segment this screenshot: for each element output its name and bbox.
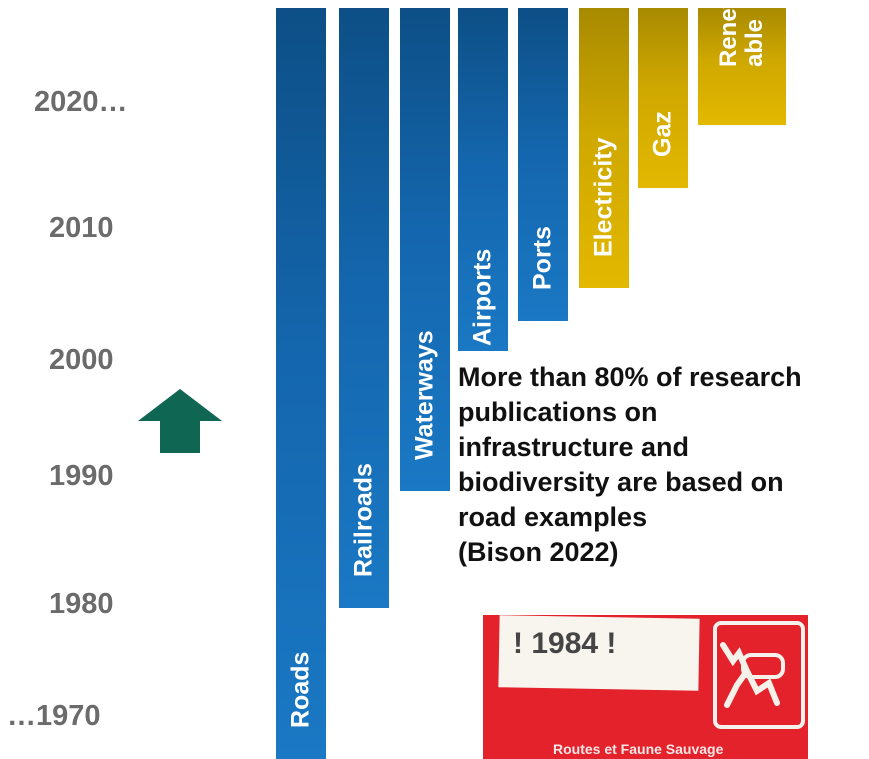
bar-electricity: Electricity	[579, 8, 629, 288]
note-line: publications on	[458, 397, 658, 427]
bar-roads: Roads	[276, 8, 326, 759]
note-line: road examples	[458, 502, 648, 532]
bar-gaz: Gaz	[638, 8, 688, 188]
up-arrow-icon	[138, 389, 222, 458]
year-label-1990: 1990	[49, 460, 114, 492]
poster-caption: Routes et Faune Sauvage	[553, 741, 724, 757]
year-label-1980: 1980	[49, 588, 114, 620]
note-citation: (Bison 2022)	[458, 537, 619, 567]
bar-label-roads: Roads	[286, 651, 315, 728]
poster-image: ! 1984 ! Routes et Faune Sauvage	[483, 615, 808, 759]
bar-label-ports: Ports	[528, 226, 557, 290]
bar-renewable: Renew able	[698, 0, 786, 125]
research-note: More than 80% of research publications o…	[458, 360, 863, 570]
note-line: infrastructure and	[458, 432, 690, 462]
year-label-2020: 2020…	[34, 86, 128, 118]
year-label-1970: …1970	[7, 700, 101, 732]
bar-railroads: Railroads	[339, 8, 389, 608]
bar-label-waterways: Waterways	[410, 330, 439, 460]
bar-waterways: Waterways	[400, 8, 450, 491]
bar-label-airports: Airports	[468, 248, 497, 346]
bar-airports: Airports	[458, 8, 508, 351]
year-label-2010: 2010	[49, 212, 114, 244]
bar-label-railroads: Railroads	[349, 463, 378, 577]
note-line: More than 80% of research	[458, 362, 802, 392]
note-line: biodiversity are based on	[458, 467, 784, 497]
bar-label-electricity: Electricity	[589, 137, 618, 257]
deer-crossing-sign-icon	[713, 621, 805, 729]
year-label-2000: 2000	[49, 344, 114, 376]
poster-year-tag: ! 1984 !	[513, 627, 617, 660]
bar-ports: Ports	[518, 8, 568, 321]
bar-label-renewable: Renew able	[715, 0, 768, 67]
bar-label-gaz: Gaz	[648, 111, 677, 157]
